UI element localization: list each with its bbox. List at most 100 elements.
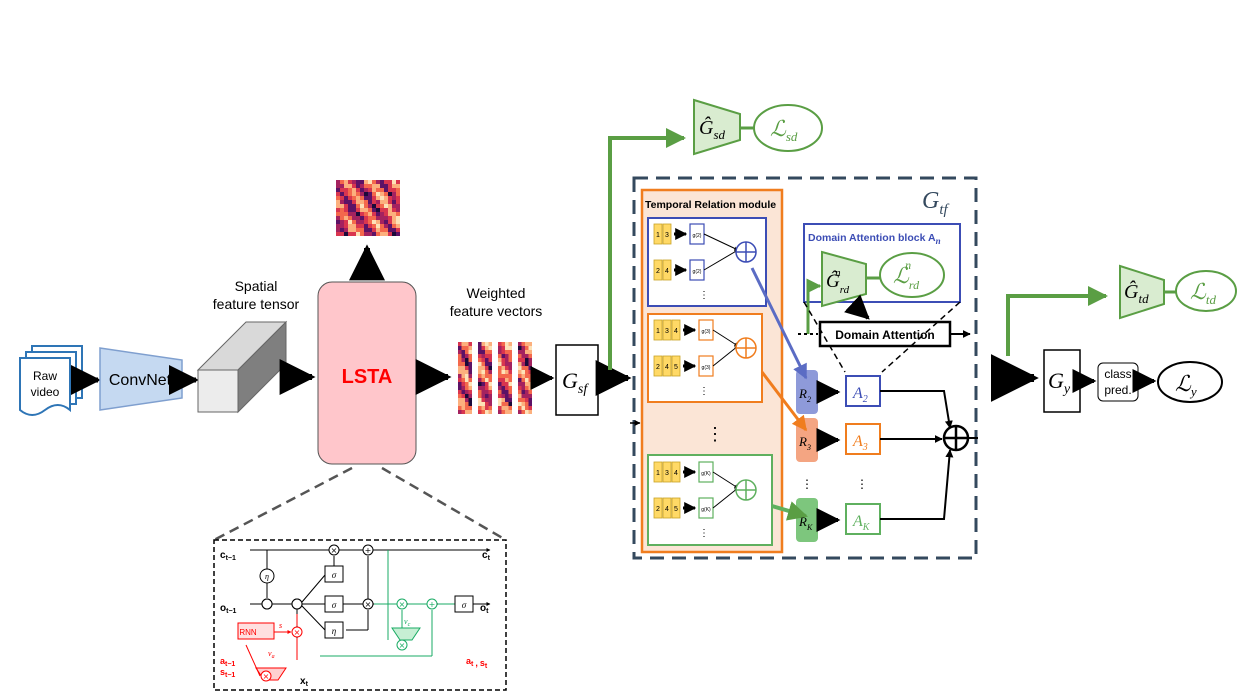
arrow-gsf-gsd [608,128,686,370]
cell-c-out: ct [482,550,491,562]
spatial-label-2: feature tensor [213,296,300,312]
a-node-3 [845,503,881,535]
to-sum-arrow [703,233,739,251]
raw-video-input: Raw video [19,345,83,416]
frame-index: 2 [656,506,660,513]
to-sum-arrow [703,249,739,271]
frame-index-cell [671,461,681,483]
grd-label: Ĝrdn [826,267,850,296]
loss-sd-label: ℒsd [770,116,798,144]
frame-index-cell [671,319,681,341]
class-pred-1: class [1104,367,1131,381]
frame-index: 4 [665,364,669,371]
r-label-3: RK [798,514,813,532]
cell-mul-green-2 [396,639,408,651]
loss-y-label: ℒy [1175,371,1197,399]
weighted-label-2: feature vectors [450,303,543,319]
relation-g-label: g(3) [702,329,711,335]
zoom-lsta-right [381,466,507,542]
cell-mul-green-sym: × [399,600,406,609]
cell-gate-1 [324,565,344,583]
r-dots: ⋮ [801,477,813,491]
cell-mul-g [362,598,374,610]
heatmap-cells [336,180,400,236]
cell-rnn-label: RNN [239,628,257,637]
domain-attention-label: Domain Attention [835,328,935,342]
cell-mul-red-sym: × [294,628,301,637]
frame-index: 5 [674,364,678,371]
loss-td-label: ℒtd [1190,279,1216,307]
weighted-label-1: Weighted [467,285,526,301]
relation-dots: ⋮ [699,528,709,539]
frame-index: 3 [665,328,669,335]
cell-eta-circle [259,568,275,584]
r-label-2: R3 [798,434,811,452]
arrow-to-grd [806,278,822,334]
relation-dots: ⋮ [699,386,709,397]
cell-gate-label-1: σ [332,570,337,580]
relation-g-label: g(K) [701,471,711,477]
cell-add-o-ring [291,598,303,610]
frame-index: 2 [656,268,660,275]
loss-td: ℒtd [1175,270,1237,312]
frame-index: 5 [674,506,678,513]
cell-mul-c [328,544,340,556]
cell-mul-green-2-sym: × [399,641,406,650]
link-r3 [760,371,808,432]
raw-label-2: video [31,385,60,399]
cell-eta-text: η [265,572,269,581]
gsd-label: Ĝsd [699,115,726,142]
lsta-cell-green [320,550,455,657]
spatial-feature-tensor [196,320,288,414]
gsf-label: Gsf [562,368,589,397]
link-rk [771,501,808,521]
frame-index: 4 [674,328,678,335]
cell-mul-c-sym: × [331,546,338,555]
gsd-discriminator: Ĝsd [693,98,741,156]
lsta-block: LSTA [317,281,417,465]
gtf-label: Gtf [922,188,950,218]
frame-index: 3 [665,232,669,239]
a-to-sum-1 [880,390,953,429]
relation-g-label: g(2) [693,233,702,239]
frame-index-cell [662,461,672,483]
frame-index: 1 [656,470,660,477]
loss-y: ℒy [1157,361,1223,403]
zoom-lsta-left [213,466,353,542]
to-sum-arrow [712,329,739,347]
cell-x-in: xt [300,676,309,688]
cell-nu-a: νa [268,649,275,660]
frame-index: 1 [656,232,660,239]
class-pred-2: pred. [1104,383,1131,397]
zoom-line-right [881,301,961,373]
frame-index: 4 [665,506,669,513]
cell-add-c [362,544,374,556]
lsta-cell-diagram [213,539,507,691]
cell-o-out: ot [480,603,489,615]
cell-gate-2 [324,595,344,613]
frame-index: 2 [656,364,660,371]
frame-index-cell [662,319,672,341]
trm-dots: ⋮ [706,424,724,444]
cell-o-in: ot−1 [220,603,237,615]
cell-nu-c: νc [404,617,411,628]
cell-s-in: st−1 [220,667,235,679]
r-label-1: R2 [798,386,811,404]
frame-index-cell [662,497,672,519]
cell-gate-label-2: σ [332,600,337,610]
cell-mul-o-ring [261,598,273,610]
cell-add-green-sym: + [429,600,436,609]
weighted-feature-vectors [458,342,532,414]
to-sum-arrow [712,487,739,509]
cell-c-in: ct−1 [220,550,236,562]
relation-dots: ⋮ [699,290,709,301]
relation-g-label: g(2) [693,269,702,275]
weighted-strip-4 [518,342,532,414]
relation-g-label: g(3) [702,365,711,371]
arrow-to-gtd [1006,286,1108,356]
raw-label-1: Raw [33,369,57,383]
frame-index-cell [653,223,663,245]
cell-gate-out [454,595,474,613]
cell-add-c-sym: + [365,546,372,555]
